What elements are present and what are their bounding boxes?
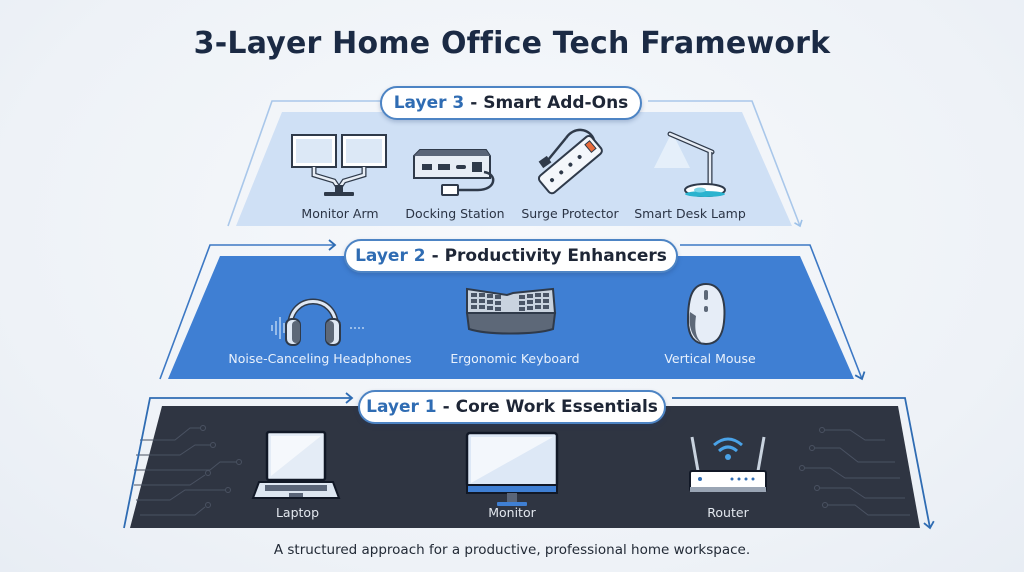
footer-caption: A structured approach for a productive, … [273, 542, 751, 558]
wifi-router-icon [689, 436, 767, 492]
layer-3-frame-right-arrow [648, 100, 803, 228]
layer-2-frame-left-arrow [159, 239, 337, 380]
item-label-router: Router [707, 505, 749, 520]
layer-1-frame-left-arrow [123, 392, 354, 529]
layer-1-number: Layer 1 [366, 397, 437, 417]
item-label-docking-station: Docking Station [405, 206, 505, 221]
layer-3-title-pill: Layer 3 - Smart Add-Ons [380, 86, 642, 120]
layer-3-frame-left [227, 100, 382, 227]
layer-3-number: Layer 3 [393, 93, 465, 113]
dual-monitor-arm-icon [291, 134, 387, 196]
layer-2-title-pill: Layer 2 - Productivity Enhancers [344, 239, 678, 273]
item-label-monitor: Monitor [488, 505, 536, 520]
layer-2-number: Layer 2 [355, 246, 426, 266]
vertical-mouse-icon [686, 282, 726, 346]
layer-1-name: - Core Work Essentials [442, 397, 658, 417]
item-label-vertical-mouse: Vertical Mouse [664, 351, 756, 366]
layer-1-title-pill: Layer 1 - Core Work Essentials [358, 390, 666, 424]
circuit-pattern-left [134, 425, 242, 516]
surge-protector-icon [537, 128, 603, 195]
item-label-ergonomic-keyboard: Ergonomic Keyboard [450, 351, 580, 366]
item-label-laptop: Laptop [275, 505, 320, 520]
ergonomic-keyboard-icon [465, 287, 557, 335]
item-label-surge-protector: Surge Protector [521, 206, 619, 221]
page-title: 3-Layer Home Office Tech Framework [193, 26, 831, 61]
item-label-monitor-arm: Monitor Arm [301, 206, 379, 221]
layer-2-frame-right-arrow [680, 244, 866, 381]
item-label-smart-desk-lamp: Smart Desk Lamp [634, 206, 746, 221]
item-label-headphones: Noise-Canceling Headphones [228, 351, 412, 366]
layer-3-name: - Smart Add-Ons [470, 93, 629, 113]
docking-station-icon [413, 149, 495, 196]
circuit-pattern-right [799, 427, 910, 516]
headphones-icon [271, 298, 366, 346]
desk-lamp-icon [654, 131, 726, 197]
laptop-icon [251, 430, 341, 499]
layer-1-frame-right-arrow [672, 397, 935, 530]
monitor-icon [465, 431, 559, 506]
layer-2-name: - Productivity Enhancers [431, 246, 667, 266]
